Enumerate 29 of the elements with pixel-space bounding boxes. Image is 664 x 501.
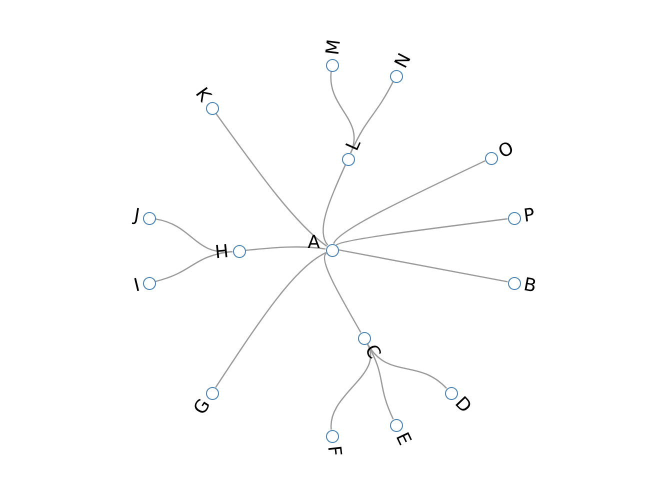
tree-link bbox=[366, 343, 447, 389]
node-label: I bbox=[132, 276, 142, 296]
node-label: K bbox=[192, 85, 214, 106]
tree-link bbox=[215, 252, 326, 388]
node-label: G bbox=[191, 396, 214, 418]
node-label: B bbox=[522, 276, 538, 296]
tree-link bbox=[338, 249, 508, 282]
tree-link bbox=[155, 218, 233, 253]
node-label: L bbox=[344, 137, 364, 154]
tree-link bbox=[350, 81, 394, 154]
tree-link bbox=[324, 252, 362, 333]
node-label: D bbox=[451, 394, 474, 417]
node-label: P bbox=[522, 206, 536, 226]
node-label: M bbox=[324, 38, 344, 56]
tree-link bbox=[333, 160, 486, 244]
node-label: J bbox=[132, 206, 141, 226]
tree-link bbox=[330, 343, 372, 430]
node-label: E bbox=[392, 430, 414, 448]
tree-link bbox=[330, 71, 355, 154]
tree-link bbox=[245, 246, 326, 251]
tree-link bbox=[336, 218, 508, 246]
node-label: N bbox=[392, 51, 415, 72]
tree-link bbox=[322, 164, 346, 246]
node-label: A bbox=[308, 234, 320, 252]
node-label: F bbox=[324, 444, 344, 458]
tree-link bbox=[215, 112, 328, 247]
node-label: C bbox=[361, 342, 384, 362]
node-label: O bbox=[496, 140, 517, 162]
node-label: H bbox=[214, 243, 230, 262]
